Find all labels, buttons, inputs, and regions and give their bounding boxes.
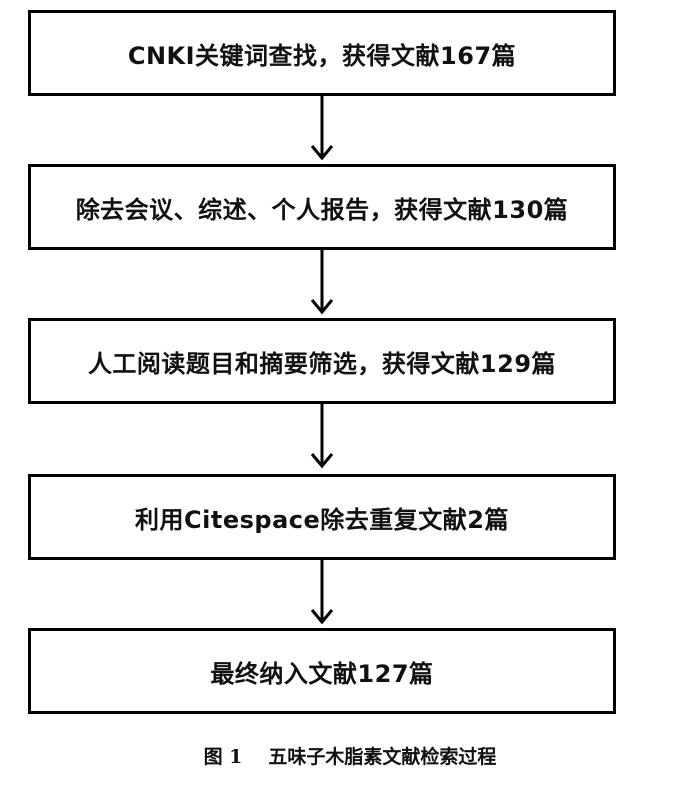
figure-title: 五味子木脂素文献检索过程 — [268, 746, 497, 768]
figure-caption: 图 1 五味子木脂素文献检索过程 — [0, 742, 700, 769]
figure-number: 图 1 — [203, 746, 243, 768]
arrow-down-icon — [310, 250, 334, 315]
step-3-text: 人工阅读题目和摘要筛选，获得文献129篇 — [87, 349, 557, 378]
step-1-box: CNKI关键词查找，获得文献167篇 — [28, 10, 616, 96]
step-5-box: 最终纳入文献127篇 — [28, 628, 616, 714]
step-1-text: CNKI关键词查找，获得文献167篇 — [127, 41, 517, 70]
step-3-box: 人工阅读题目和摘要筛选，获得文献129篇 — [28, 318, 616, 404]
step-4-box: 利用Citespace除去重复文献2篇 — [28, 474, 616, 560]
step-2-box: 除去会议、综述、个人报告，获得文献130篇 — [28, 164, 616, 250]
arrow-down-icon — [310, 96, 334, 161]
step-5-text: 最终纳入文献127篇 — [210, 659, 434, 688]
arrow-down-icon — [310, 560, 334, 625]
step-2-text: 除去会议、综述、个人报告，获得文献130篇 — [75, 195, 569, 224]
arrow-down-icon — [310, 404, 334, 469]
step-4-text: 利用Citespace除去重复文献2篇 — [135, 505, 509, 534]
